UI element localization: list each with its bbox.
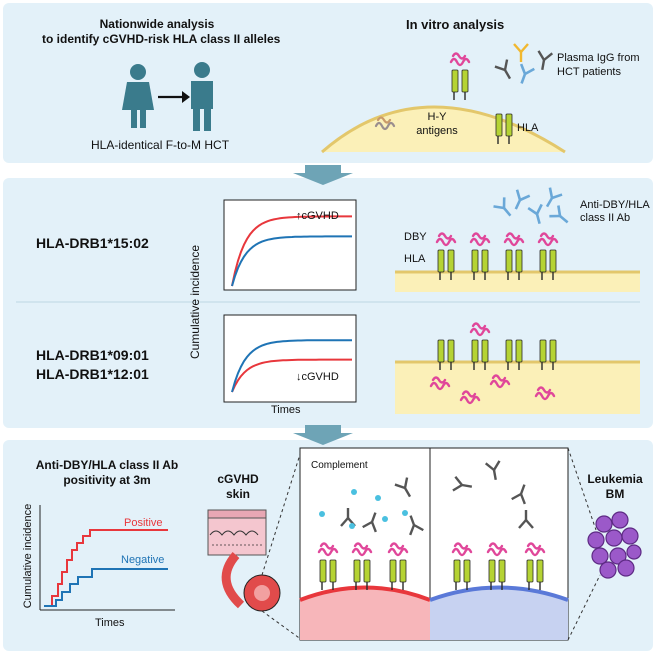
transfer-arrow — [158, 91, 190, 103]
hy-line-2: antigens — [416, 125, 458, 137]
igg-line-2: HCT patients — [557, 66, 621, 78]
dby-label: DBY — [404, 231, 427, 243]
leukemia-bm-label: Leukemia BM — [582, 472, 648, 502]
series-line-negative — [44, 568, 168, 607]
igg-line-1: Plasma IgG from — [557, 52, 640, 64]
complement-label: Complement — [311, 460, 368, 471]
ab-line-2: class II Ab — [580, 212, 631, 224]
plasma-igg-antibodies — [493, 42, 554, 88]
y-axis-label-panel2: Cumulative incidence — [188, 244, 202, 360]
series-line-blue — [231, 235, 352, 287]
igg-label: Plasma IgG from HCT patients — [557, 51, 640, 79]
skin-membrane — [299, 585, 431, 640]
anti-dby-label: Anti-DBY/HLA class II Ab — [580, 199, 650, 225]
anti-dby-antibodies — [492, 186, 574, 230]
analysis-title: Nationwide analysis to identify cGVHD-ri… — [42, 17, 281, 47]
positivity-line-1: Anti-DBY/HLA class II Ab — [35, 458, 179, 472]
hla-on-cell-top — [449, 52, 471, 101]
positivity-title: Anti-DBY/HLA class II Ab positivity at 3… — [12, 458, 202, 488]
leukemia-cells — [587, 511, 642, 579]
series-line-red — [231, 215, 352, 287]
hy-antigens-label: H-Y antigens — [407, 110, 467, 138]
hla-label-panel2: HLA — [404, 253, 426, 265]
panel-study-design — [3, 3, 653, 163]
hct-caption: HLA-identical F-to-M HCT — [91, 138, 230, 152]
x-axis-label-panel2: Times — [271, 404, 301, 416]
y-axis-label-panel3: Cumulative incidence — [22, 503, 34, 609]
chart-positivity — [39, 505, 175, 611]
hy-line-1: H-Y — [427, 111, 447, 123]
allele-12-01: HLA-DRB1*12:01 — [36, 366, 149, 382]
title-line-2: to identify cGVHD-risk HLA class II alle… — [42, 32, 281, 46]
male-recipient-figure — [191, 62, 213, 131]
title-line-1: Nationwide analysis — [99, 17, 215, 31]
allele-09-01: HLA-DRB1*09:01 — [36, 347, 149, 363]
panel-arrow-2 — [293, 425, 353, 445]
skin-line-1: cGVHD — [217, 472, 259, 486]
x-axis-label-panel3: Times — [95, 617, 125, 629]
skin-line-2: skin — [225, 487, 250, 501]
cgvhd-up-label: ↑cGVHD — [296, 210, 339, 222]
blood-vessel — [221, 552, 281, 612]
hla-label-panel1: HLA — [517, 122, 539, 134]
chart-top — [223, 199, 357, 291]
cgvhd-skin-label: cGVHD skin — [208, 472, 268, 502]
membrane-top — [395, 270, 640, 292]
leuk-line-2: BM — [605, 487, 625, 501]
chart-bottom — [223, 314, 357, 403]
complement-dots — [319, 489, 408, 529]
skin-illustration — [207, 509, 267, 556]
cgvhd-down-label: ↓cGVHD — [296, 371, 339, 383]
positive-label: Positive — [124, 517, 163, 529]
series-line-positive — [44, 529, 168, 607]
series-line-blue — [231, 339, 352, 393]
female-donor-figure — [122, 64, 154, 128]
membrane-bottom — [395, 360, 640, 414]
ab-line-1: Anti-DBY/HLA — [580, 199, 650, 211]
allele-15-02: HLA-DRB1*15:02 — [36, 235, 149, 251]
positivity-line-2: positivity at 3m — [63, 473, 151, 487]
leuk-line-1: Leukemia — [587, 472, 643, 486]
leukemia-membrane — [429, 585, 569, 640]
series-line-red — [231, 358, 352, 393]
negative-label: Negative — [121, 554, 165, 566]
panel-arrow-1 — [293, 165, 353, 185]
in-vitro-title: In vitro analysis — [406, 17, 505, 32]
